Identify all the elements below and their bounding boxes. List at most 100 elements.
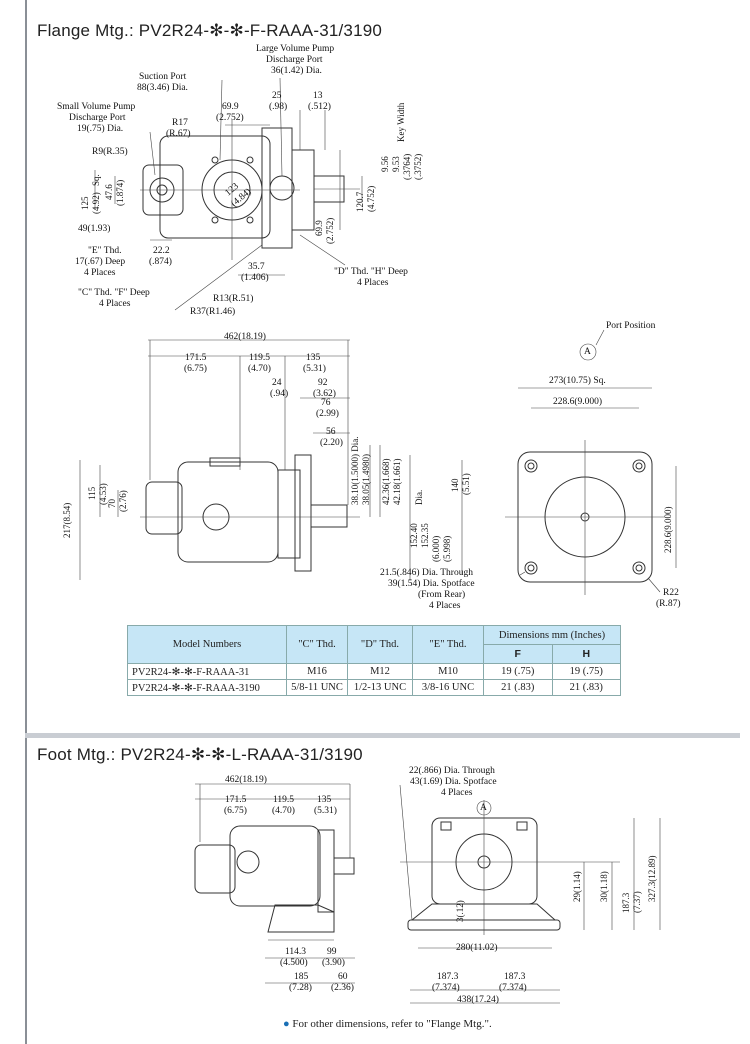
foot-hole3-label: 4 Places [441,788,473,798]
d222-inch-label: (.874) [149,257,172,267]
r9-label: R9(R.35) [92,147,128,157]
foot-d30-label: 30(1.18) [599,871,609,902]
side-d56-label: 56 [326,427,336,437]
d140-inch-label: (5.51) [461,473,471,495]
d273-label: 273(10.75) Sq. [549,376,606,386]
foot-d462-label: 462(18.19) [225,775,267,785]
row1-f: 19 (.75) [483,663,553,680]
r37-label: R37(R1.46) [190,307,236,317]
row2-c: 5/8-11 UNC [286,679,348,696]
header-h: H [551,644,621,664]
small-discharge-label: Discharge Port [69,113,126,123]
foot-title: Foot Mtg.: PV2R24-✻-✻-L-RAAA-31/3190 [37,745,363,764]
d956-label: 9.56 [380,156,390,172]
d15235-label: 152.35 [420,523,430,548]
d115-label: 115 [87,486,97,500]
foot-d185-label: 185 [294,972,309,982]
d2286v-label: 228.6(9.000) [663,506,673,554]
dia36-label: 36(1.42) Dia. [271,66,322,76]
d357-inch-label: (1.406) [241,273,269,283]
d222-label: 22.2 [153,246,170,256]
dh-places-label: 4 Places [357,278,389,288]
row2-d: 1/2-13 UNC [347,679,413,696]
i6000-label: (6.000) [431,535,441,562]
d13-inch-label: (.512) [308,102,331,112]
d699b-inch-label: (2.752) [325,217,335,244]
d125-label: 125 [80,196,90,211]
foot-d1873b-label: 187.3 [504,972,526,982]
table-row: PV2R24-✻-✻-F-RAAA-31 M16 M12 M10 19 (.75… [127,663,621,680]
header-dimensions: Dimensions mm (Inches) [483,625,621,645]
foot-d99-inch-label: (3.90) [322,958,345,968]
side-d1195-label: 119.5 [249,353,271,363]
foot-d1873a-label: 187.3 [437,972,459,982]
d1207-inch-label: (4.752) [366,185,376,212]
sq-label: Sq. [91,174,101,186]
small-pump-label: Small Volume Pump [57,102,136,112]
suction-port-label: Suction Port [139,72,187,82]
flange-side-view [79,339,463,580]
side-d76-inch-label: (2.99) [316,409,339,419]
foot-d60-inch-label: (2.36) [331,983,354,993]
d25-label: 25 [272,91,282,101]
port-position-label: Port Position [606,321,656,331]
cf-thd-label: "C" Thd. "F" Deep [78,288,150,298]
d4236-label: 42.36(1.668) [381,458,391,506]
row2-model: PV2R24-✻-✻-F-RAAA-3190 [127,679,287,696]
d25-inch-label: (.98) [269,102,288,112]
d476-label: 47.6 [104,184,114,200]
dh-thd-label: "D" Thd. "H" Deep [334,267,408,277]
flange-front-view [94,77,363,311]
side-d135-inch-label: (5.31) [303,364,326,374]
side-d135-label: 135 [306,353,321,363]
header-model: Model Numbers [127,625,287,664]
d70-label: 70 [107,499,117,508]
hole2-label: 39(1.54) Dia. Spotface [388,579,475,589]
foot-d60-label: 60 [338,972,348,982]
foot-hole1-label: 22(.866) Dia. Through [409,766,495,776]
d15240-dia-label: Dia. [414,489,424,505]
row1-e: M10 [412,663,484,680]
foot-d1873v-inch-label: (7.37) [632,891,642,913]
side-d462-label: 462(18.19) [224,332,266,342]
i3752-label: (.3752) [413,153,423,180]
row1-d: M12 [347,663,413,680]
d1207-label: 120.7 [355,191,365,212]
foot-a-label: A [480,803,487,813]
left-border-top [25,0,27,735]
model-spec-table: Model Numbers "C" Thd. "D" Thd. "E" Thd.… [127,625,621,696]
header-e-thd: "E" Thd. [412,625,484,664]
d125-inch-label: (4.92) [91,192,101,214]
d13-label: 13 [313,91,323,101]
i3764-label: (.3764) [402,153,412,180]
foot-d1873b-inch-label: (7.374) [499,983,527,993]
foot-hole2-label: 43(1.69) Dia. Spotface [410,777,497,787]
foot-d1143-label: 114.3 [285,947,307,957]
large-pump-label: Large Volume Pump [256,44,335,54]
d3810-label: 38.10(1.5000) Dia. [350,436,360,506]
hole4-label: 4 Places [429,601,461,611]
e-deep-label: 17(.67) Deep [75,257,126,267]
d699-label: 69.9 [222,102,239,112]
bullet-icon: ● [283,1018,290,1030]
row2-e: 3/8-16 UNC [412,679,484,696]
large-discharge-label: Discharge Port [266,55,323,65]
d476-inch-label: (1.874) [115,179,125,206]
side-d1195-inch-label: (4.70) [248,364,271,374]
d15240-label: 152.40 [409,523,419,548]
d70-inch-label: (2.76) [118,490,128,512]
foot-d135-inch-label: (5.31) [314,806,337,816]
d699-inch-label: (2.752) [216,113,244,123]
side-d1715-inch-label: (6.75) [184,364,207,374]
section-separator [25,733,740,738]
d699b-label: 69.9 [314,220,324,236]
hole1-label: 21.5(.846) Dia. Through [380,568,473,578]
flange-end-view [505,329,677,595]
foot-d1873v-label: 187.3 [621,892,631,913]
side-d1715-label: 171.5 [185,353,207,363]
i5998-label: (5.998) [442,535,452,562]
side-d92-label: 92 [318,378,328,388]
dia88-label: 88(3.46) Dia. [137,83,188,93]
foot-d185-inch-label: (7.28) [289,983,312,993]
side-d76-label: 76 [321,398,331,408]
